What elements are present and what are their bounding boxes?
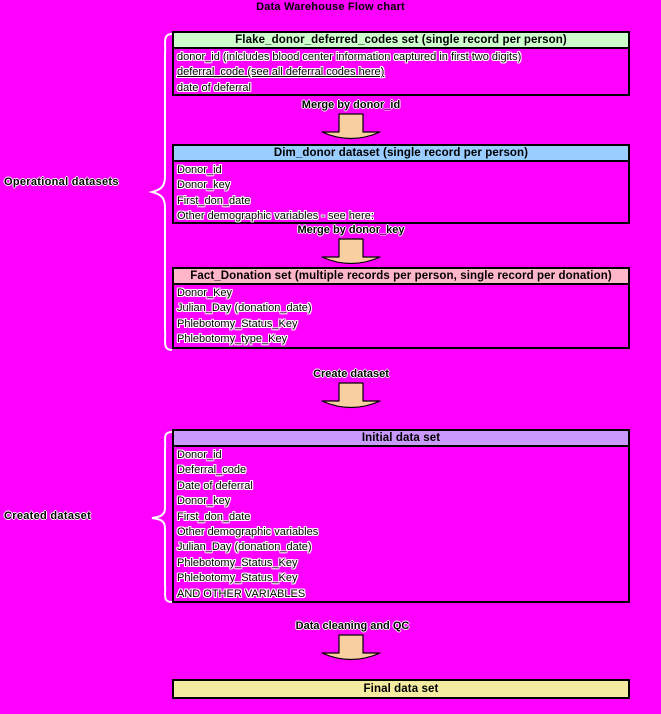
field-row: Julian_Day (donation_date): [177, 541, 312, 554]
node-fields: Donor_id Deferral_code Date of deferral …: [174, 447, 628, 603]
node-final-data-set[interactable]: Final data set: [172, 679, 630, 699]
node-initial-data-set[interactable]: Initial data set Donor_id Deferral_code …: [172, 429, 630, 603]
node-fact-donation[interactable]: Fact_Donation set (multiple records per …: [172, 267, 630, 349]
transition-label-data-cleaning-qc: Data cleaning and QC: [295, 620, 410, 632]
field-row: Donor_id: [177, 449, 222, 461]
field-row: AND OTHER VARIABLES: [177, 587, 306, 600]
transition-label-merge-donor-id: Merge by donor_id: [301, 99, 401, 111]
group-label-created-dataset: Created dataset: [4, 510, 92, 522]
group-brace-created: [146, 430, 176, 604]
field-row: Deferral_code: [177, 464, 247, 477]
group-label-operational-datasets: Operational datasets: [4, 176, 119, 188]
transition-label-merge-donor-key: Merge by donor_key: [297, 224, 405, 236]
field-row: Other demographic variables: [177, 526, 319, 539]
node-header: Flake_donor_deferred_codes set (single r…: [174, 33, 628, 49]
node-header: Final data set: [174, 681, 628, 697]
node-fields: Donor_Key Julian_Day (donation_date) Phl…: [174, 285, 628, 349]
field-row: Donor_id: [177, 164, 222, 176]
down-arrow-icon: [320, 382, 382, 412]
node-fields: donor_id (inlcludes blood center informa…: [174, 49, 628, 97]
field-row: Donor_key: [177, 495, 231, 508]
group-brace-operational: [146, 32, 176, 352]
field-row: Julian_Day (donation_date): [177, 302, 312, 315]
node-header: Initial data set: [174, 431, 628, 447]
node-flake-donor-deferred-codes[interactable]: Flake_donor_deferred_codes set (single r…: [172, 31, 630, 96]
field-row: First_don_date: [177, 510, 251, 523]
node-dim-donor[interactable]: Dim_donor dataset (single record per per…: [172, 144, 630, 224]
field-row[interactable]: deferral_code (see all deferral codes he…: [177, 66, 385, 79]
field-row: Date of deferral: [177, 479, 253, 492]
down-arrow-icon: [320, 238, 382, 268]
field-row: date of deferral: [177, 81, 251, 94]
field-row: donor_id (inlcludes blood center informa…: [177, 51, 522, 63]
down-arrow-icon: [320, 113, 382, 143]
field-row: Phlebotomy_Status_Key: [177, 572, 298, 585]
field-row: First_don_date: [177, 194, 251, 207]
field-row: Donor_Key: [177, 287, 233, 299]
field-row: Phlebotomy_type_Key: [177, 333, 288, 346]
node-fields: Donor_id Donor_key First_don_date Other …: [174, 162, 628, 226]
field-row: Donor_key: [177, 179, 231, 192]
field-row[interactable]: Other demographic variables - see here:: [177, 210, 374, 223]
node-header: Dim_donor dataset (single record per per…: [174, 146, 628, 162]
node-header: Fact_Donation set (multiple records per …: [174, 269, 628, 285]
transition-label-create-dataset: Create dataset: [313, 368, 389, 380]
field-row: Phlebotomy_Status_Key: [177, 556, 298, 569]
page-title: Data Warehouse Flow chart: [256, 1, 405, 13]
field-row: Phlebotomy_Status_Key: [177, 317, 298, 330]
down-arrow-icon: [320, 634, 382, 664]
